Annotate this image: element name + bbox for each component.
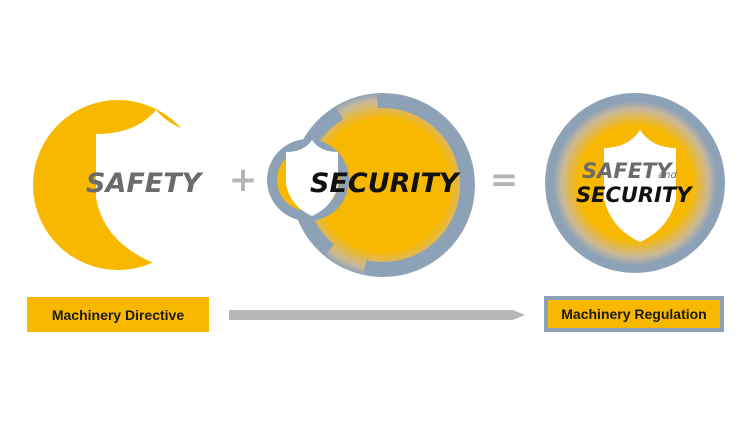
security-word: SECURITY	[310, 168, 461, 199]
shield-icon	[96, 110, 216, 264]
plus-operator: +	[228, 160, 258, 200]
shield-icon	[604, 130, 676, 242]
combined-circle: SAFETY and SECURITY	[545, 93, 725, 273]
safety-word: SAFETY	[86, 168, 204, 199]
combined-word-and: and	[658, 170, 677, 181]
combined-word-security: SECURITY	[576, 183, 693, 207]
combined-word-safety: SAFETY	[582, 159, 673, 183]
shield-icon	[286, 140, 338, 216]
equals-operator: =	[489, 160, 519, 200]
transition-arrow	[229, 310, 525, 320]
machinery-directive-label: Machinery Directive	[27, 297, 209, 332]
security-circle: SECURITY	[267, 93, 475, 277]
safety-circle: SAFETY	[33, 100, 216, 270]
machinery-regulation-label: Machinery Regulation	[544, 296, 724, 332]
